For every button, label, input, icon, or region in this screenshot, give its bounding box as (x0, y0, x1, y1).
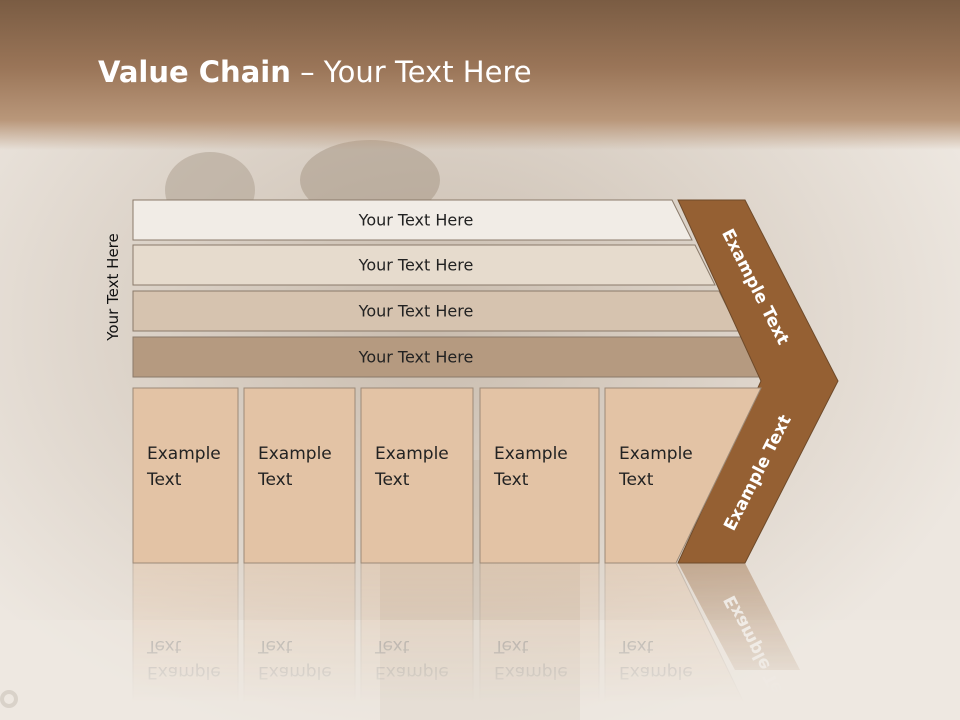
activity-label: Example (258, 444, 332, 464)
slide-title: Value Chain – Your Text Here (98, 55, 532, 89)
support-bar-label: Your Text Here (358, 256, 474, 275)
activity-label: Text (257, 470, 293, 490)
activity-label: Text (146, 470, 182, 490)
activity-label: Text (374, 636, 410, 656)
activity-label: Example (494, 444, 568, 464)
support-bar-label: Your Text Here (358, 348, 474, 367)
activity-label: Example (619, 444, 693, 464)
activity-box-2 (243, 387, 356, 564)
header-band (0, 0, 960, 150)
activity-box-3 (360, 562, 474, 720)
support-bar-1 (132, 199, 693, 241)
activity-box-4 (479, 387, 600, 564)
activity-label: Example (375, 662, 449, 682)
support-bar-label: Your Text Here (358, 302, 474, 321)
title-rest: – Your Text Here (290, 55, 532, 89)
circle-icon (0, 690, 18, 708)
activity-box-4 (479, 562, 600, 720)
support-bar-2 (132, 244, 716, 286)
support-bar-label: Your Text Here (358, 211, 474, 230)
title-bold: Value Chain (98, 55, 291, 89)
activity-label: Text (618, 636, 654, 656)
activity-label: Text (493, 636, 529, 656)
activity-label: Text (618, 470, 654, 490)
activity-label: Text (257, 636, 293, 656)
activity-label: Example (619, 662, 693, 682)
activity-label: Text (146, 636, 182, 656)
activity-box-3 (360, 387, 474, 564)
activity-label: Example (147, 662, 221, 682)
margin-arrow-reflection (678, 563, 800, 670)
activity-label: Example (375, 444, 449, 464)
activity-label: Text (493, 470, 529, 490)
activity-box-5 (604, 387, 762, 564)
margin-arrow: Example Text Example Text (677, 199, 839, 564)
activity-label: Example (147, 444, 221, 464)
activity-box-1 (132, 387, 239, 564)
activity-label: Text (374, 470, 410, 490)
activity-box-2 (243, 562, 356, 720)
activity-box-1 (132, 562, 239, 720)
activity-label: Example (494, 662, 568, 682)
activity-label: Example (258, 662, 332, 682)
